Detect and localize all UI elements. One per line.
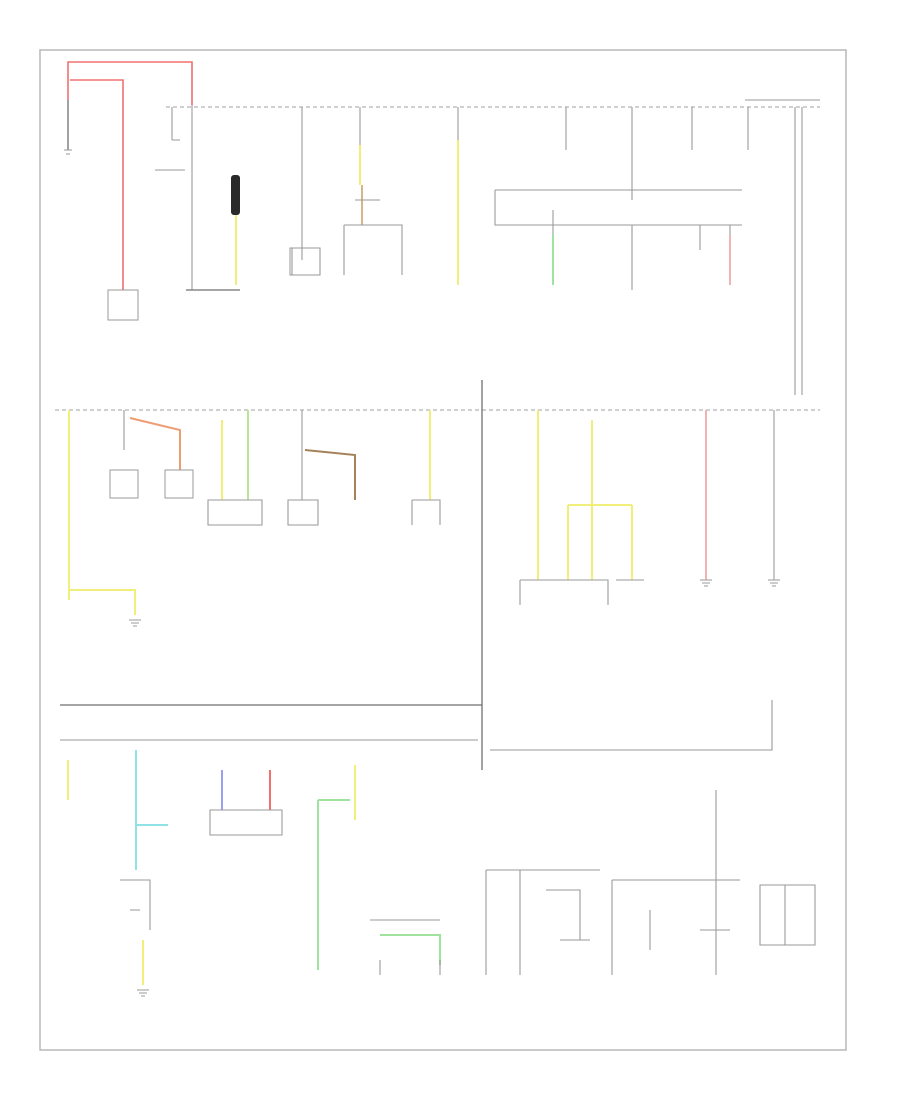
diagram-frame <box>39 49 847 1051</box>
top-fuse-drops <box>291 107 749 290</box>
middle-fuse-drops <box>68 380 775 770</box>
generator-regulator <box>155 105 240 291</box>
battery-circuit <box>64 61 193 290</box>
starter-relay <box>107 289 139 321</box>
fusible-link <box>231 175 240 285</box>
lower-fuse-drops <box>67 750 816 985</box>
component-labels <box>207 247 321 526</box>
ground-symbols <box>129 579 780 997</box>
